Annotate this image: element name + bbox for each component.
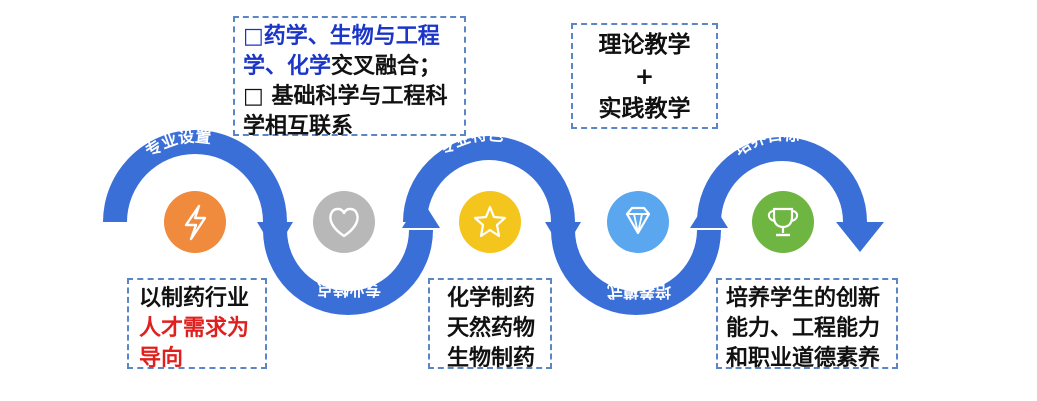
goal-line-1: 培养学生的创新 xyxy=(726,286,881,311)
ribbon-arc-2 xyxy=(263,230,433,315)
integration-line-2-highlight: 学、化学 xyxy=(243,54,332,79)
integration-line-4: 学相互联系 xyxy=(243,114,354,139)
integration-line-3: □ 基础科学与工程科 xyxy=(243,84,448,109)
goal-line-3: 和职业道德素养 xyxy=(726,346,881,371)
ribbon-arc-3 xyxy=(403,136,575,222)
diamond-icon xyxy=(607,191,669,253)
setting-box: 以制药行业 人才需求为 导向 xyxy=(127,278,267,371)
integration-box: □药学、生物与工程 学、化学交叉融合； □ 基础科学与工程科 学相互联系 xyxy=(233,16,466,139)
goal-box: 培养学生的创新 能力、工程能力 和职业道德素养 xyxy=(716,278,898,371)
integration-line-2: 学、化学交叉融合； xyxy=(243,52,464,82)
teaching-line-2: + xyxy=(634,64,655,90)
heart-icon xyxy=(313,191,375,253)
arc-label-2: 专业特点 xyxy=(317,280,381,299)
feature-line-2: 天然药物 xyxy=(447,316,536,341)
integration-line-1: □药学、生物与工程 xyxy=(243,24,440,49)
teaching-box: 理论教学 + 实践教学 xyxy=(571,23,718,129)
feature-line-3: 生物制药 xyxy=(447,346,536,371)
star-icon xyxy=(459,191,521,253)
setting-line-1: 以制药行业 xyxy=(139,286,250,311)
lightning-icon xyxy=(164,191,226,253)
integration-line-2-rest: 交叉融合； xyxy=(331,54,442,79)
feature-box: 化学制药 天然药物 生物制药 xyxy=(428,278,552,371)
ribbon-arc-1 xyxy=(103,130,287,222)
arc-label-4: 培养模式 xyxy=(607,282,671,301)
feature-line-1: 化学制药 xyxy=(447,286,536,311)
goal-line-2: 能力、工程能力 xyxy=(726,316,881,341)
ribbon-arc-4 xyxy=(551,230,721,315)
teaching-line-3: 实践教学 xyxy=(598,96,691,122)
trophy-icon xyxy=(752,191,814,253)
setting-line-2: 人才需求为 xyxy=(139,316,250,341)
setting-line-3: 导向 xyxy=(139,346,184,371)
teaching-line-1: 理论教学 xyxy=(598,32,691,58)
ribbon-arc-5 xyxy=(697,137,867,222)
ribbon-arrow-5 xyxy=(836,222,884,252)
